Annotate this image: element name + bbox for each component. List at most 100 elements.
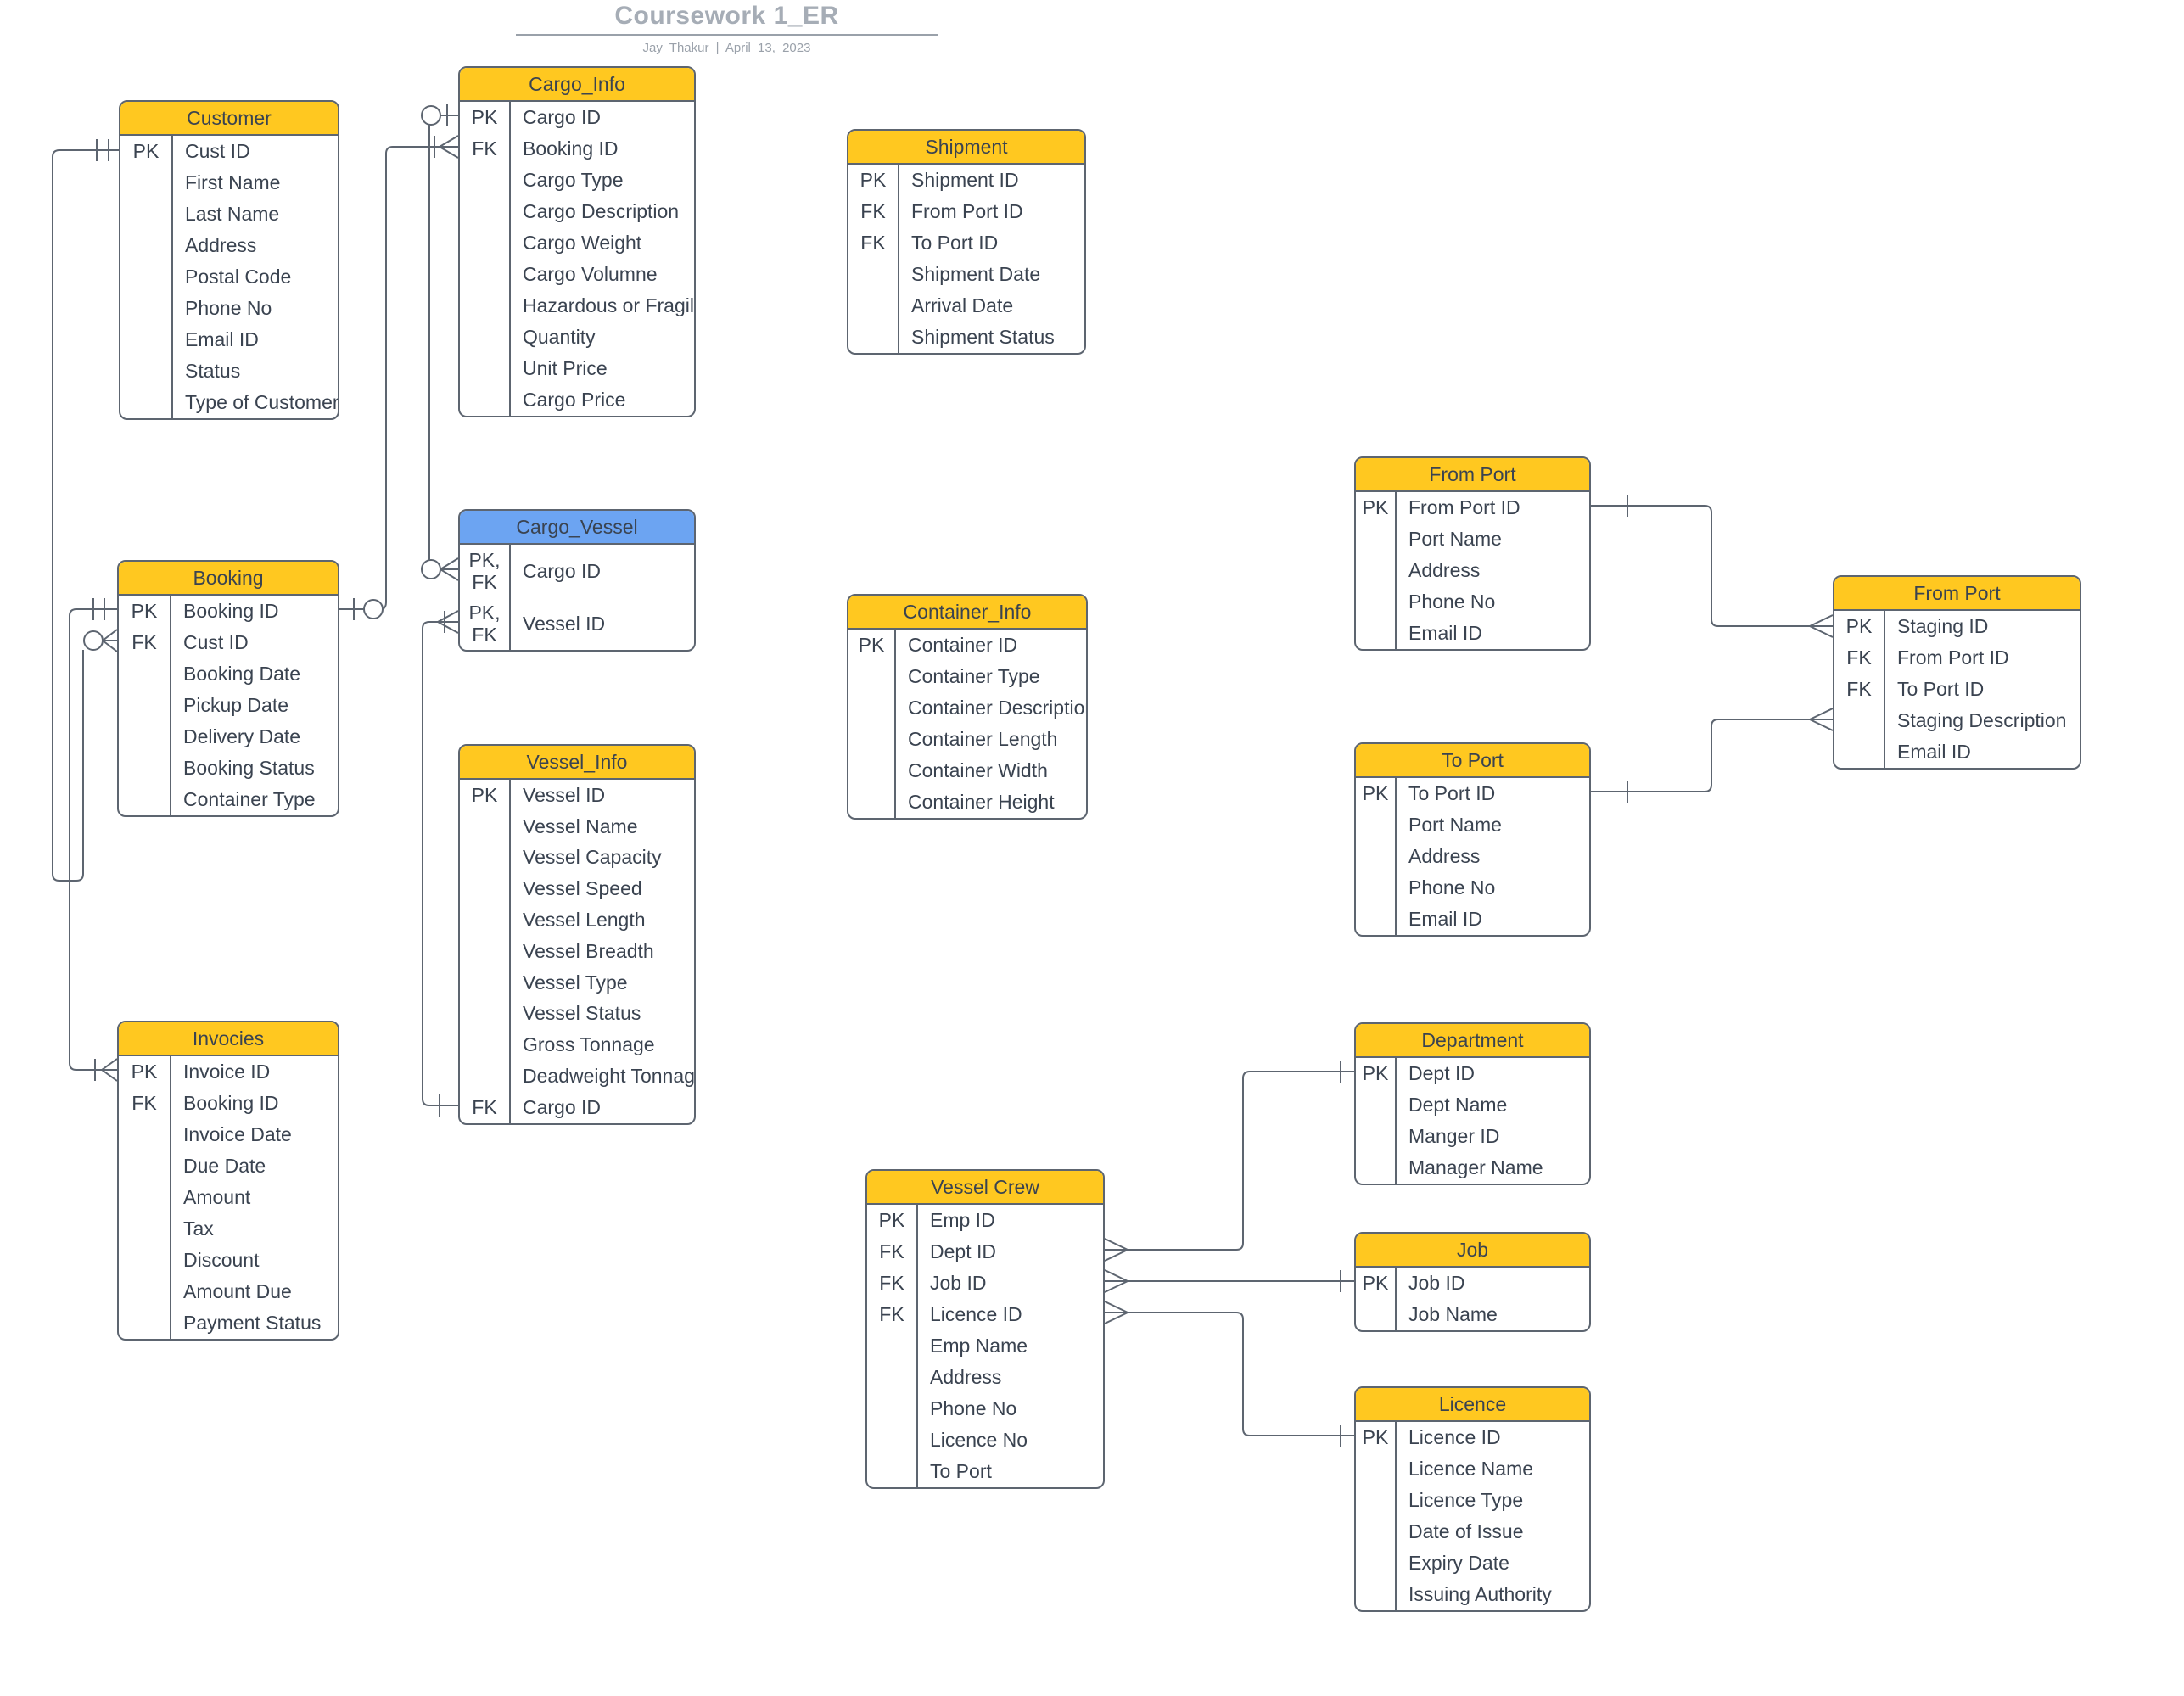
key-cell — [460, 227, 509, 259]
field-row: Cargo ID — [523, 1095, 602, 1118]
entity-header-cargo-vessel: Cargo_Vessel — [460, 511, 694, 545]
field-row: Licence No — [930, 1429, 1028, 1451]
key-cell — [848, 322, 898, 353]
field-row: Booking Date — [183, 663, 301, 685]
field-row: Licence Name — [1408, 1458, 1534, 1480]
key-cell: PK — [878, 1209, 905, 1232]
field-row: Cust ID — [185, 140, 250, 162]
key-cell — [120, 167, 171, 199]
field-row: Quantity — [523, 326, 596, 348]
field-row: Expiry Date — [1408, 1552, 1509, 1574]
field-row: Vessel Length — [523, 909, 646, 932]
field-row: Issuing Authority — [1408, 1583, 1552, 1605]
field-row: Job ID — [1408, 1272, 1465, 1294]
field-row: Staging ID — [1897, 615, 1989, 637]
key-cell: FK — [879, 1272, 904, 1295]
key-cell: PK — [131, 1061, 158, 1083]
key-cell — [1356, 1516, 1395, 1548]
connector-booking-cargo-info — [339, 135, 459, 620]
field-row: Hazardous or Fragile — [523, 294, 696, 316]
key-cell: FK — [860, 200, 886, 223]
field-row: Manager Name — [1408, 1156, 1543, 1178]
key-cell — [848, 259, 898, 290]
field-row: First Name — [185, 171, 281, 193]
connector-from-port-staging — [1591, 495, 1834, 638]
field-row: From Port ID — [1897, 646, 2009, 669]
key-column-shipment: PK FK FK — [848, 165, 899, 353]
entity-header-container-info: Container_Info — [848, 596, 1086, 630]
key-cell — [120, 199, 171, 230]
key-cell — [120, 230, 171, 261]
field-row: Address — [185, 234, 257, 256]
key-column-container-info: PK — [848, 630, 896, 818]
field-row: Job Name — [1408, 1303, 1498, 1325]
field-row: Container Length — [908, 728, 1058, 750]
field-row: Booking ID — [183, 600, 279, 622]
diagram-title: Coursework 1_ER — [516, 2, 938, 36]
key-cell — [460, 1061, 509, 1092]
key-cell — [867, 1456, 916, 1487]
key-cell — [1356, 841, 1395, 872]
key-cell — [120, 324, 171, 355]
field-row: Cust ID — [183, 631, 249, 653]
field-row: Postal Code — [185, 266, 292, 288]
field-row: Vessel Type — [523, 971, 628, 994]
field-row: Shipment Status — [911, 326, 1055, 348]
field-row: To Port ID — [911, 232, 999, 254]
field-row: Phone No — [185, 297, 272, 319]
key-cell — [848, 724, 894, 755]
connector-vessel-crew-department — [1104, 1061, 1354, 1262]
key-cell — [460, 259, 509, 290]
field-row: Vessel Breadth — [523, 939, 654, 962]
field-row: Emp Name — [930, 1335, 1028, 1357]
key-cell — [460, 842, 509, 874]
entity-header-shipment: Shipment — [848, 131, 1084, 165]
key-cell: FK — [132, 1092, 157, 1115]
key-cell: FK — [1846, 646, 1872, 669]
key-column-invocies: PK FK — [119, 1056, 171, 1339]
field-row: To Port ID — [1408, 782, 1496, 804]
key-cell — [1834, 705, 1884, 736]
key-cell — [119, 1276, 170, 1307]
field-row: Status — [185, 360, 241, 382]
field-row: Port Name — [1408, 814, 1502, 836]
connector-cargo-info-cargo-vessel — [421, 104, 459, 581]
entity-header-customer: Customer — [120, 102, 338, 136]
field-row: Emp ID — [930, 1209, 995, 1231]
entity-header-department: Department — [1356, 1024, 1589, 1058]
key-cell — [460, 322, 509, 353]
field-row: Type of Customer — [185, 391, 339, 413]
key-cell: PK — [860, 169, 887, 192]
field-row: Delivery Date — [183, 725, 301, 747]
entity-header-vessel-crew: Vessel Crew — [867, 1171, 1103, 1205]
field-row: Container Type — [183, 788, 316, 810]
key-cell — [119, 753, 170, 784]
key-cell: PK — [1362, 1062, 1389, 1085]
key-cell — [1356, 904, 1395, 935]
diagram-subtitle: Jay Thakur | April 13, 2023 — [642, 41, 811, 55]
key-cell: FK — [860, 232, 886, 255]
key-cell — [460, 904, 509, 936]
